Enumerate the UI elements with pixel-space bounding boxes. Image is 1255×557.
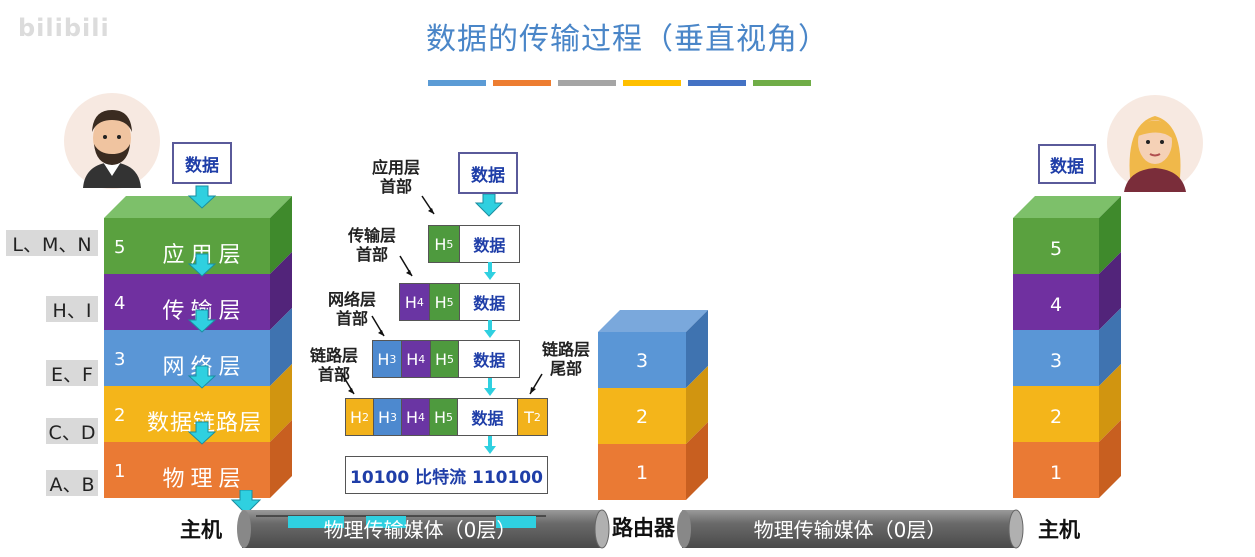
small-down-arrow-icon xyxy=(484,320,496,338)
down-arrow-icon xyxy=(187,309,217,333)
left-stack-top-face xyxy=(104,196,292,218)
side-label-ef: E、F xyxy=(46,360,98,386)
color-strip xyxy=(428,80,818,88)
packet-data: 数据 xyxy=(458,399,518,435)
right-layer-5: 5 xyxy=(1049,238,1063,260)
layer-number: 3 xyxy=(114,349,126,370)
layer-4-front xyxy=(104,274,270,330)
layer-2-front xyxy=(104,386,270,442)
color-swatch xyxy=(753,80,811,86)
link-header-label: 链路层首部 xyxy=(309,346,358,384)
right-layer-4: 4 xyxy=(1049,294,1063,316)
layer-5-front xyxy=(104,218,270,274)
packet-data: 数据 xyxy=(459,226,519,262)
left-medium-label: 物理传输媒体（0层） xyxy=(323,518,517,542)
down-arrow-icon xyxy=(230,490,262,515)
female-user-avatar-icon xyxy=(1107,95,1203,192)
encap-data-box: 数据 xyxy=(458,152,518,194)
pointer-arrow-icon xyxy=(341,373,355,395)
left-stack-arrows xyxy=(187,185,217,445)
left-host-data-box: 数据 xyxy=(172,142,232,184)
router-layer-2: 2 xyxy=(635,406,649,428)
page-title: 数据的传输过程（垂直视角） xyxy=(426,22,829,57)
right-host-stack xyxy=(1013,196,1121,498)
color-swatch xyxy=(428,80,486,86)
app-header-label: 应用层首部 xyxy=(371,158,420,196)
right-host-data-box: 数据 xyxy=(1038,144,1096,184)
router-layer-1: 1 xyxy=(635,462,649,484)
left-host-stack xyxy=(104,196,292,498)
male-user-avatar-icon xyxy=(64,93,160,189)
router-layer-3: 3 xyxy=(635,350,649,372)
side-label-ab: A、B xyxy=(46,470,98,496)
side-label-hi: H、I xyxy=(46,296,98,322)
side-label-cd: C、D xyxy=(46,418,98,444)
layer-number: 1 xyxy=(114,461,126,482)
down-arrow-icon xyxy=(474,194,504,217)
router-stack xyxy=(598,310,708,500)
packet-data: 数据 xyxy=(459,341,520,377)
right-layer-1: 1 xyxy=(1049,462,1063,484)
down-arrow-icon xyxy=(187,421,217,445)
link-trailer-label: 链路层尾部 xyxy=(541,340,590,378)
right-layer-2: 2 xyxy=(1049,406,1063,428)
watermark: bilibili xyxy=(18,14,110,42)
pointer-arrow-icon xyxy=(529,373,543,395)
layer-number: 5 xyxy=(114,237,126,258)
pointer-arrow-icon xyxy=(399,255,413,277)
down-arrow-icon xyxy=(187,185,217,209)
down-arrow-icon xyxy=(187,253,217,277)
right-host-label: 主机 xyxy=(1038,518,1080,542)
side-label-lmn: L、M、N xyxy=(6,230,98,256)
color-swatch xyxy=(688,80,746,86)
right-layer-3: 3 xyxy=(1049,350,1063,372)
down-arrow-icon xyxy=(187,365,217,389)
network-header-label: 网络层首部 xyxy=(327,290,376,328)
small-down-arrow-icon xyxy=(484,436,496,454)
router-label: 路由器 xyxy=(612,516,675,540)
layer-name: 物理层 xyxy=(162,467,247,492)
packet-data: 数据 xyxy=(459,284,519,320)
transport-header-label: 传输层首部 xyxy=(347,226,396,264)
color-swatch xyxy=(558,80,616,86)
small-down-arrow-icon xyxy=(484,262,496,280)
layer-number: 4 xyxy=(114,293,126,314)
layer-3-front xyxy=(104,330,270,386)
left-host-label: 主机 xyxy=(180,518,222,542)
small-down-arrow-icon xyxy=(484,378,496,396)
right-medium-tube xyxy=(677,509,1024,549)
bitstream-box: 10100 比特流 110100 xyxy=(345,456,548,494)
layer-physical: 1 物理层 xyxy=(104,461,270,492)
layer-1-front xyxy=(104,442,270,498)
right-medium-label: 物理传输媒体（0层） xyxy=(753,518,947,542)
layer-number: 2 xyxy=(114,405,126,426)
pointer-arrow-icon xyxy=(371,315,385,337)
pointer-arrow-icon xyxy=(421,195,435,215)
color-swatch xyxy=(493,80,551,86)
left-medium-tube xyxy=(237,509,610,549)
color-swatch xyxy=(623,80,681,86)
